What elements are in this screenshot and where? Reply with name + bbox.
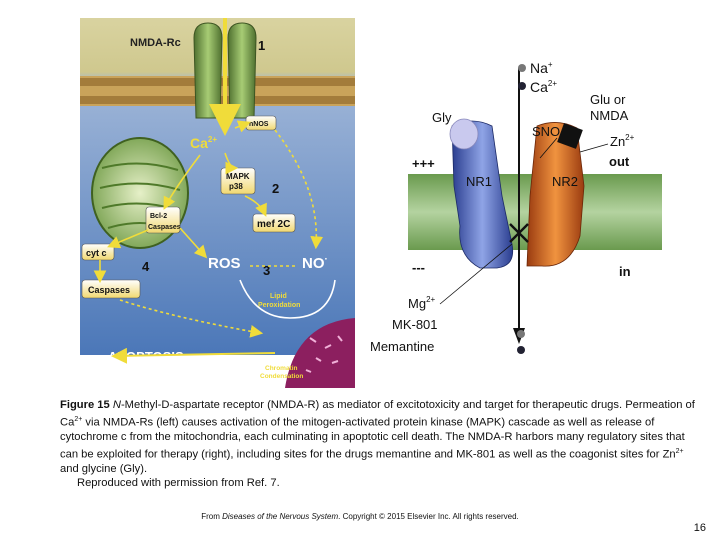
pathway-arrows	[93, 120, 336, 338]
step-number-4: 4	[142, 259, 150, 274]
magnesium-label: Mg2+	[408, 295, 436, 311]
caption-credit: Reproduced with permission from Ref. 7.	[77, 477, 280, 490]
calcium-label: Ca2+	[190, 135, 217, 151]
nr1-subunit	[451, 120, 514, 269]
zinc-label: Zn2+	[610, 133, 635, 149]
mk801-label: MK-801	[392, 317, 438, 332]
glu-or-label: Glu or	[590, 92, 626, 107]
glutamate-site	[557, 123, 583, 149]
cytc-box	[81, 243, 115, 261]
mapk-label: MAPK	[226, 172, 250, 181]
figure-label: Figure 15	[60, 399, 110, 411]
excitotoxicity-pathway-figure: NMDA-Rc 1 Ca2+ nNOS MAPK p38 2 mef 2C Bc…	[80, 18, 355, 388]
apoptosis-arrow	[111, 347, 276, 364]
step-number-3: 3	[263, 263, 270, 278]
step-number-1: 1	[258, 38, 265, 53]
channel-block-mark	[509, 223, 529, 243]
caspases-box	[81, 279, 141, 299]
mef2c-label: mef 2C	[257, 219, 290, 230]
lipid-label: Lipid	[270, 293, 287, 300]
glycine-label: Gly	[432, 110, 452, 125]
nmda-agonist-label: NMDA	[590, 108, 629, 123]
bcl2-box	[145, 206, 181, 234]
negative-charge-label: ---	[412, 260, 425, 275]
outward-ion-icon	[517, 330, 525, 338]
glycine-site	[449, 118, 479, 150]
nr1-label: NR1	[466, 174, 492, 189]
calcium-ion-icon	[518, 82, 526, 90]
sno-label: SNO	[532, 124, 560, 139]
book-title: Diseases of the Nervous System	[222, 512, 339, 521]
chromatin-label: Chromatin	[265, 365, 298, 372]
nmda-receptor-sites-figure: Na+ Ca2+ Gly Glu or NMDA SNO Zn2+ +++ ou…	[370, 60, 662, 354]
peroxidation-label: Peroxidation	[258, 302, 300, 309]
outward-ion-icon-2	[517, 346, 525, 354]
nr2-label: NR2	[552, 174, 578, 189]
memantine-label: Memantine	[370, 339, 434, 354]
bcl2-label: Bcl-2	[150, 213, 167, 220]
step-number-2: 2	[272, 181, 279, 196]
caspases-label: Caspases	[88, 285, 130, 295]
mito-caspases-label: Caspases	[148, 224, 181, 231]
nucleus-chromatin	[285, 318, 355, 388]
outside-label: out	[609, 154, 630, 169]
sodium-label: Na+	[530, 60, 553, 76]
no-label: NO·	[302, 254, 328, 272]
cytc-label: cyt c	[86, 248, 107, 258]
condensation-label: Condensation	[260, 373, 303, 380]
caption-text: -Methyl-D-aspartate receptor (NMDA-R) as…	[60, 399, 695, 429]
nnos-label: nNOS	[249, 121, 269, 128]
mef2c-box	[252, 213, 296, 233]
figure-caption: Figure 15 N-Methyl-D-aspartate receptor …	[60, 398, 700, 491]
positive-charge-label: +++	[412, 156, 435, 171]
inside-label: in	[619, 264, 631, 279]
copyright-line: From Diseases of the Nervous System. Cop…	[201, 512, 519, 521]
calcium-label: Ca2+	[530, 79, 557, 95]
nr2-subunit	[526, 122, 585, 267]
ros-label: ROS	[208, 255, 241, 272]
sodium-ion-icon	[518, 64, 526, 72]
nmda-receptor-channel	[193, 18, 257, 136]
receptor-label: NMDA-Rc	[130, 37, 181, 49]
p38-label: p38	[229, 182, 243, 191]
page-number: 16	[693, 522, 706, 534]
